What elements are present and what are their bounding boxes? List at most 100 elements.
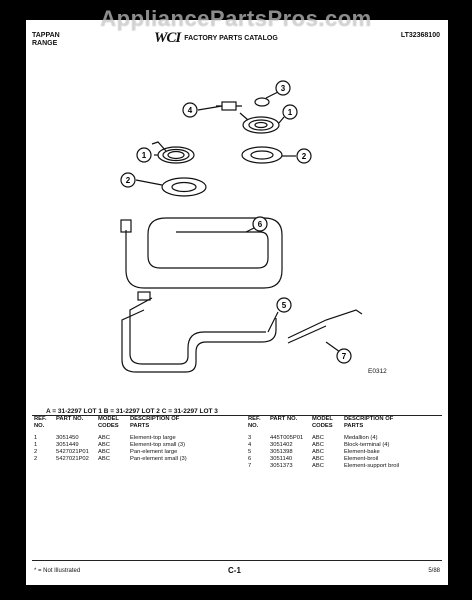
callout-4 xyxy=(182,102,198,118)
callout-1-left xyxy=(136,147,152,163)
table-row: 4 3051402 ABC Block-terminal (4) xyxy=(248,442,406,449)
wci-logo: WCI xyxy=(154,30,181,46)
table-row: 5 3051398 ABC Element-bake xyxy=(248,449,406,456)
table-row: 1 3051449 ABC Element-top small (3) xyxy=(34,442,192,449)
callout-4-label: 4 xyxy=(188,106,193,115)
desc-cell: Pan-element large xyxy=(130,449,178,455)
part-cell: 3051398 xyxy=(270,449,293,455)
table-row: 2 5427021P01 ABC Pan-element large xyxy=(34,449,192,456)
ref-cell: 3 xyxy=(248,435,252,441)
callout-6 xyxy=(252,216,268,232)
table-top-rule xyxy=(32,415,442,416)
product-type: RANGE xyxy=(32,40,58,47)
pan-element-right-drawing xyxy=(241,146,283,164)
ref-cell: 1 xyxy=(34,435,38,441)
callout-7-label: 7 xyxy=(342,352,347,361)
part-cell: 3051373 xyxy=(270,463,293,469)
brand-name: TAPPAN xyxy=(32,32,60,39)
callout-1-right xyxy=(282,104,298,120)
model-cell: ABC xyxy=(312,456,324,462)
watermark: AppliancePartsPros.com xyxy=(100,6,372,31)
part-cell: 3051450 xyxy=(56,435,79,441)
ref-header: REF. NO. xyxy=(248,416,261,429)
element-support-broil-drawing xyxy=(287,309,363,344)
desc-cell: Element-support broil xyxy=(344,463,400,469)
element-top-large-drawing xyxy=(151,141,195,164)
ref-cell: 7 xyxy=(248,463,252,469)
parts-table-right: REF. NO. PART NO. MODEL CODES DESCRIPTIO… xyxy=(248,416,406,470)
callout-5-label: 5 xyxy=(282,301,287,310)
callout-2-right-label: 2 xyxy=(302,152,307,161)
part-cell: 5427021P01 xyxy=(56,449,89,455)
page-number: C-1 xyxy=(228,566,241,575)
ref-cell: 4 xyxy=(248,442,252,448)
table-bottom-rule xyxy=(32,560,442,561)
callout-3 xyxy=(275,80,291,96)
desc-cell: Medallion (4) xyxy=(344,435,378,441)
table-row: 1 3051450 ABC Element-top large xyxy=(34,435,192,442)
ref-cell: 5 xyxy=(248,449,252,455)
model-header: MODEL CODES xyxy=(98,416,119,429)
callout-2-left-label: 2 xyxy=(126,176,131,185)
model-cell: ABC xyxy=(98,442,110,448)
footnote: * = Not Illustrated xyxy=(34,568,81,574)
desc-header: DESCRIPTION OF PARTS xyxy=(130,416,180,429)
desc-cell: Block-terminal (4) xyxy=(344,442,390,448)
revision-date: 5/88 xyxy=(428,568,440,574)
part-cell: 5427021P02 xyxy=(56,456,89,462)
desc-cell: Pan-element small (3) xyxy=(130,456,187,462)
diagram-code: E0312 xyxy=(368,368,387,375)
model-cell: ABC xyxy=(312,463,324,469)
catalog-header: WCI FACTORY PARTS CATALOG xyxy=(154,30,278,47)
desc-cell: Element-top large xyxy=(130,435,176,441)
lot-codes: A = 31-2297 LOT 1 B = 31-2297 LOT 2 C = … xyxy=(46,408,218,415)
element-top-small-drawing xyxy=(239,112,280,134)
ref-cell: 6 xyxy=(248,456,252,462)
callout-3-label: 3 xyxy=(281,84,286,93)
callout-7 xyxy=(336,348,352,364)
part-cell: 3051140 xyxy=(270,456,293,462)
model-cell: ABC xyxy=(98,456,110,462)
parts-catalog-page: TAPPAN RANGE WCI FACTORY PARTS CATALOG L… xyxy=(26,20,448,585)
table-row: 2 5427021P02 ABC Pan-element small (3) xyxy=(34,456,192,463)
element-bake-drawing xyxy=(121,291,277,373)
callout-2-right xyxy=(296,148,312,164)
desc-cell: Element-broil xyxy=(344,456,379,462)
pan-element-left-drawing xyxy=(161,177,207,197)
table-row: 6 3051140 ABC Element-broil xyxy=(248,456,406,463)
callout-2-left xyxy=(120,172,136,188)
exploded-parts-diagram: 1 2 1 2 3 4 5 6 7 xyxy=(120,80,363,373)
element-broil-drawing xyxy=(120,217,283,289)
part-cell: 3051449 xyxy=(56,442,79,448)
table-row: 7 3051373 ABC Element-support broil xyxy=(248,463,406,470)
part-cell: 445T005P01 xyxy=(270,435,304,441)
model-cell: ABC xyxy=(98,435,110,441)
model-cell: ABC xyxy=(98,449,110,455)
part-cell: 3051402 xyxy=(270,442,293,448)
model-cell: ABC xyxy=(312,435,324,441)
callout-1-left-label: 1 xyxy=(142,151,147,160)
desc-header: DESCRIPTION OF PARTS xyxy=(344,416,394,429)
ref-header: REF. NO. xyxy=(34,416,47,429)
table-header-right: REF. NO. PART NO. MODEL CODES DESCRIPTIO… xyxy=(248,416,406,430)
model-number: LT32368100 xyxy=(400,32,440,39)
catalog-title: FACTORY PARTS CATALOG xyxy=(184,35,278,42)
brand-header: TAPPAN RANGE xyxy=(32,32,60,48)
desc-cell: Element-top small (3) xyxy=(130,442,186,448)
desc-cell: Element-bake xyxy=(344,449,380,455)
callout-6-label: 6 xyxy=(258,220,263,229)
callout-1-right-label: 1 xyxy=(288,108,293,117)
model-cell: ABC xyxy=(312,449,324,455)
part-header: PART NO. xyxy=(56,416,84,422)
model-cell: ABC xyxy=(312,442,324,448)
parts-table-left: REF. NO. PART NO. MODEL CODES DESCRIPTIO… xyxy=(34,416,192,463)
table-row: 3 445T005P01 ABC Medallion (4) xyxy=(248,435,406,442)
callout-5 xyxy=(276,297,292,313)
model-header: MODEL CODES xyxy=(312,416,333,429)
part-header: PART NO. xyxy=(270,416,298,422)
table-header-left: REF. NO. PART NO. MODEL CODES DESCRIPTIO… xyxy=(34,416,192,430)
ref-cell: 1 xyxy=(34,442,38,448)
medallion-drawing xyxy=(254,97,270,107)
ref-cell: 2 xyxy=(34,456,38,462)
ref-cell: 2 xyxy=(34,449,38,455)
